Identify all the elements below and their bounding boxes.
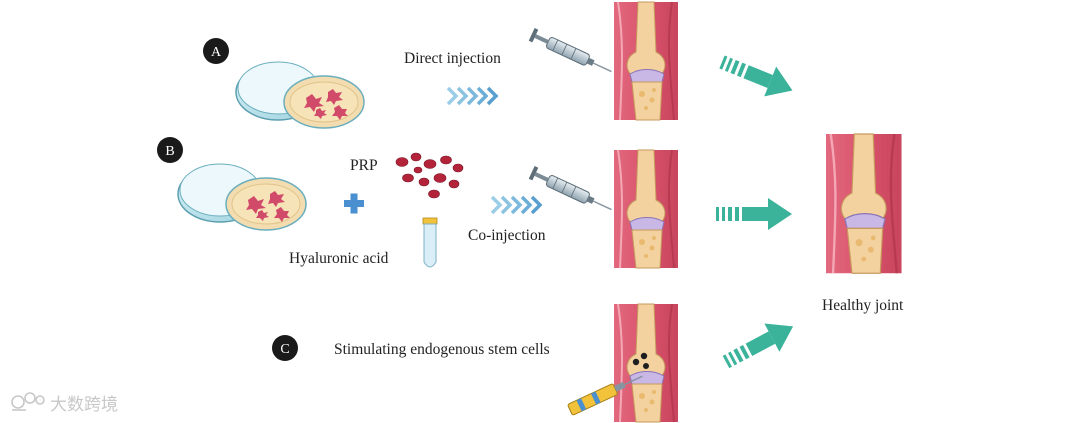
teal-arrow-icon — [718, 312, 801, 377]
syringe-icon — [567, 375, 643, 416]
badge-c-letter: C — [280, 342, 289, 357]
plus-icon — [344, 193, 364, 214]
badge-a-letter: A — [211, 45, 222, 60]
badge-b-letter: B — [165, 144, 174, 159]
knee-joint-icon — [613, 149, 679, 269]
knee-joint-icon — [613, 1, 679, 121]
syringe-icon — [527, 27, 616, 79]
hyaluronic-acid-label: Hyaluronic acid — [289, 250, 389, 267]
badge-a: A — [203, 38, 229, 64]
chevron-arrows-icon — [446, 86, 498, 106]
prp-label: PRP — [350, 157, 378, 174]
badge-b: B — [157, 137, 183, 163]
co-injection-label: Co-injection — [468, 227, 546, 244]
chevron-arrows-icon — [490, 195, 542, 215]
watermark-text: 大数跨境 — [50, 395, 118, 415]
panel-c: C Stimulating endogenous stem cells — [272, 303, 801, 423]
teal-arrow-icon — [716, 47, 799, 106]
watermark-logo-icon — [11, 392, 45, 411]
healthy-joint-label: Healthy joint — [822, 297, 904, 314]
stem-cell-dots — [632, 352, 649, 369]
panel-a: A Direct injection — [203, 1, 799, 129]
knee-joint-icon — [824, 132, 903, 275]
petri-dish-icon — [177, 163, 307, 231]
petri-dish-icon — [235, 61, 365, 129]
teal-arrow-icon — [716, 198, 792, 230]
tube-icon — [422, 217, 438, 268]
healthy-joint-panel: Healthy joint — [822, 132, 904, 314]
stimulating-label: Stimulating endogenous stem cells — [334, 341, 550, 358]
blood-cells-icon — [395, 152, 464, 199]
badge-c: C — [272, 335, 298, 361]
direct-injection-label: Direct injection — [404, 50, 501, 67]
syringe-icon — [527, 165, 616, 217]
panel-b: B PRP Hyaluronic acid Co-injection — [157, 137, 792, 269]
watermark: 大数跨境 — [11, 392, 118, 415]
